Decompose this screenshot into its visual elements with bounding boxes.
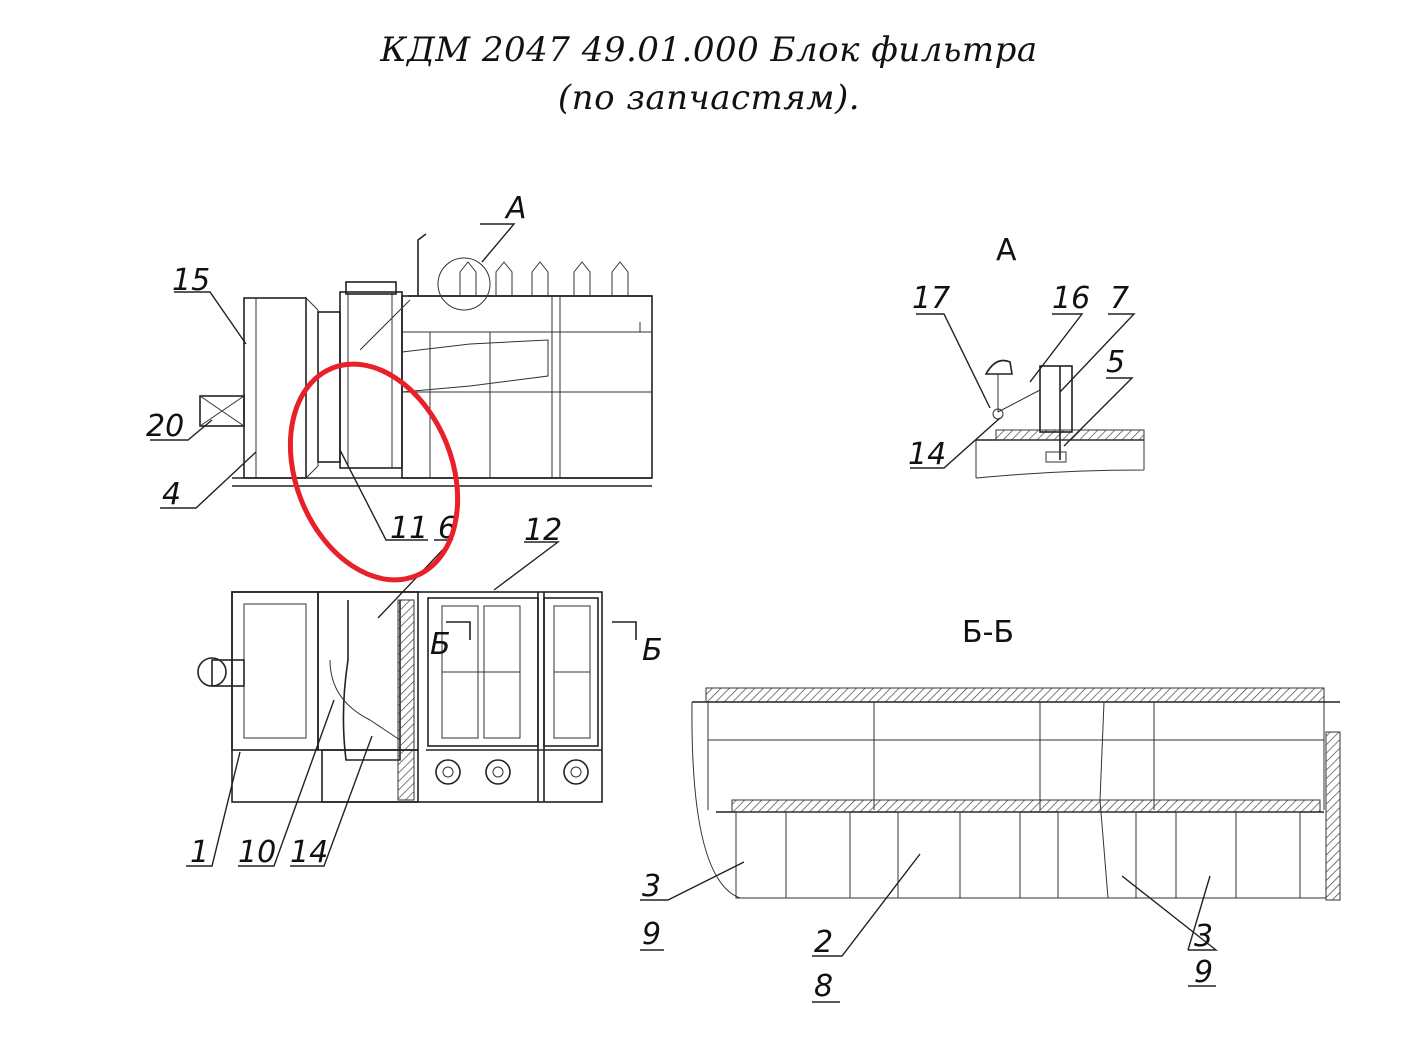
callout-4: 4 xyxy=(162,477,181,512)
section-marker-b-left: Б xyxy=(430,627,451,662)
callout-17: 17 xyxy=(912,281,950,316)
callout-14: 14 xyxy=(290,835,328,870)
callout-15: 15 xyxy=(172,263,210,298)
drawing-subtitle: (по запчастям). xyxy=(557,78,861,118)
callout-8: 8 xyxy=(814,969,833,1004)
section-bb-view: Б-Б xyxy=(691,615,1341,901)
section-bb-title: Б-Б xyxy=(962,615,1014,650)
detail-a-title: А xyxy=(996,233,1017,268)
detail-a-callouts: 17 16 7 5 14 xyxy=(908,281,1136,472)
callout-1: 1 xyxy=(190,835,209,870)
callout-9-left: 9 xyxy=(642,917,661,952)
section-bb-callouts: 3 9 2 8 3 9 xyxy=(640,853,1219,1004)
callout-3-left: 3 xyxy=(642,869,661,904)
callout-10: 10 xyxy=(238,835,276,870)
callout-2: 2 xyxy=(814,925,833,960)
side-view xyxy=(199,233,653,487)
plan-view xyxy=(197,591,637,803)
callout-7: 7 xyxy=(1110,281,1129,316)
callout-16: 16 xyxy=(1052,281,1090,316)
side-view-callouts: 15 20 4 11 А xyxy=(146,191,527,546)
drawing-title: КДМ 2047 49.01.000 Блок фильтра xyxy=(380,30,1038,70)
section-marker-b-right: Б xyxy=(642,633,663,668)
callout-12: 12 xyxy=(524,513,562,548)
callout-a: А xyxy=(504,191,527,226)
callout-9-right: 9 xyxy=(1194,955,1213,990)
highlight-ellipse xyxy=(287,361,461,583)
plan-view-callouts: Б Б 6 12 1 10 14 xyxy=(186,511,663,870)
detail-a-view: А xyxy=(975,233,1145,479)
callout-20: 20 xyxy=(146,409,184,444)
callout-14-detail: 14 xyxy=(908,437,946,472)
callout-11: 11 xyxy=(390,511,428,546)
callout-3-right: 3 xyxy=(1194,919,1213,954)
callout-5: 5 xyxy=(1106,345,1125,380)
